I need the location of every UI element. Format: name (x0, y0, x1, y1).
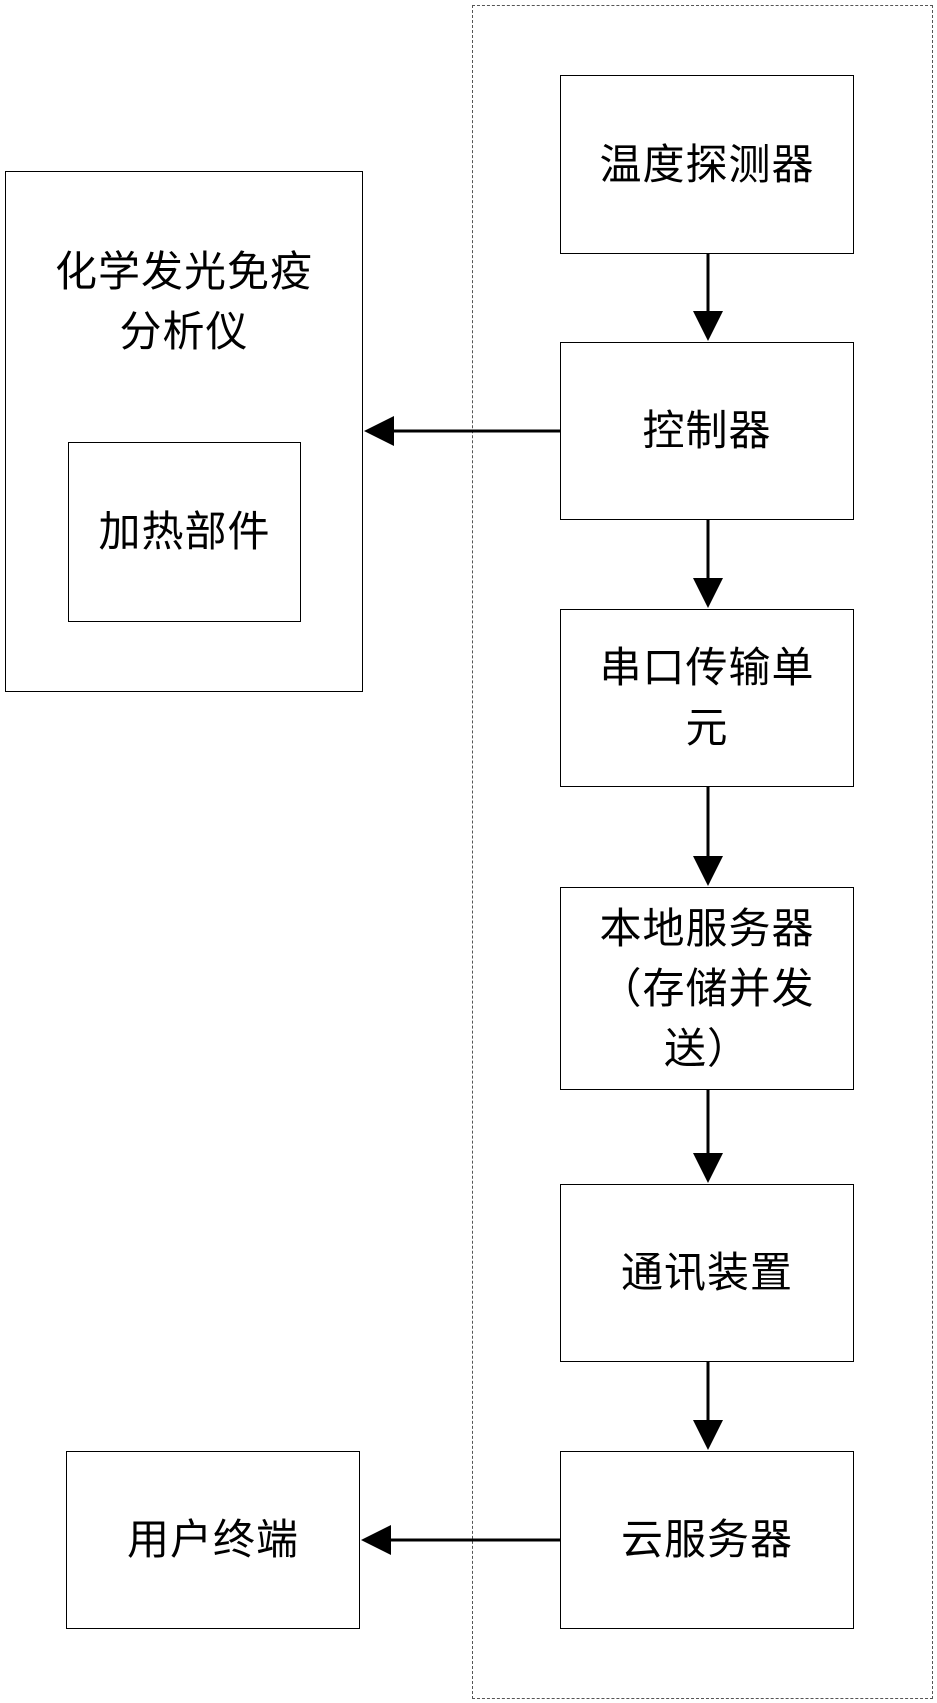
connector-layer (0, 0, 937, 1703)
